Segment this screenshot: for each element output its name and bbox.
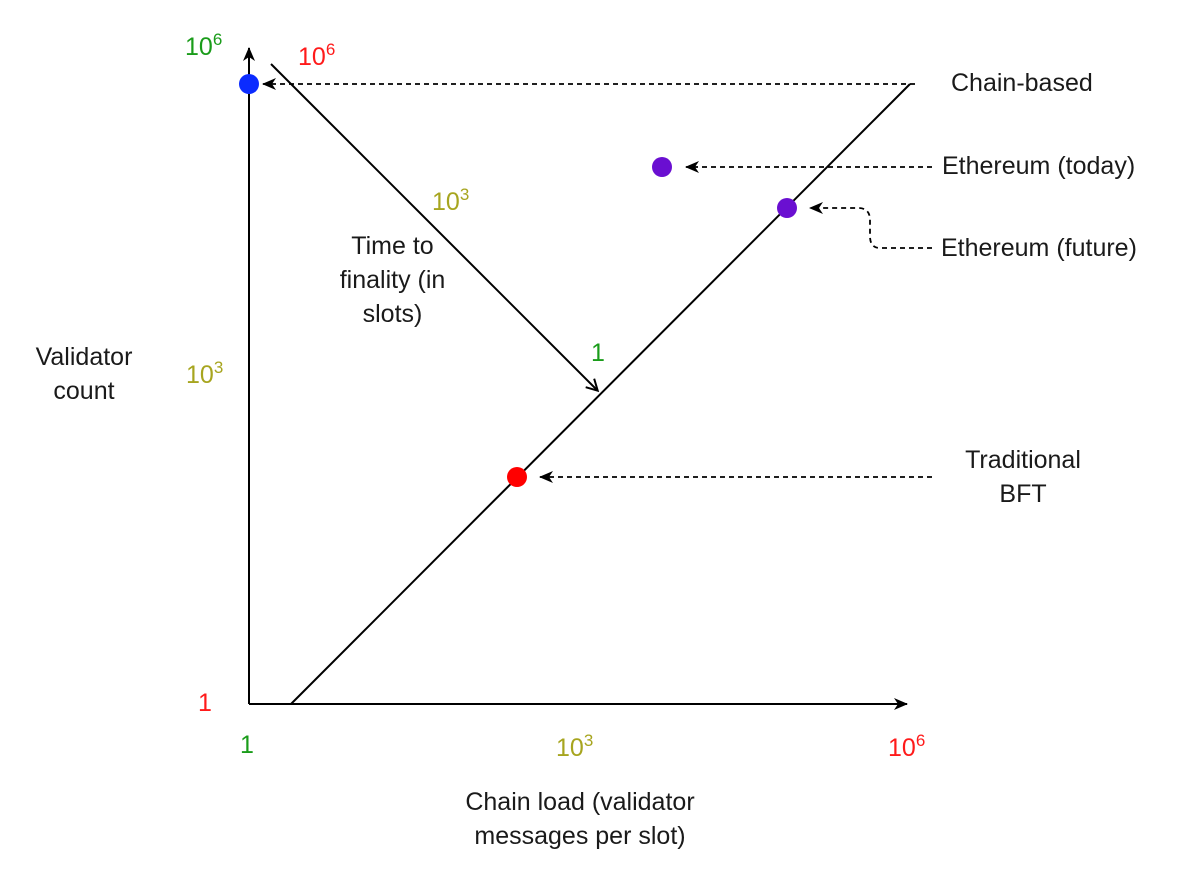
finality-tick-mid: 103	[432, 185, 470, 216]
diagonal-line	[290, 83, 911, 705]
eth-future-dot	[777, 198, 797, 218]
finality-tick-low: 1	[591, 339, 605, 367]
y-tick-top: 106	[185, 30, 223, 61]
y-tick-mid: 103	[186, 358, 224, 389]
finality-label: Time to finality (in slots)	[339, 232, 446, 328]
x-axis-label: Chain load (validator messages per slot)	[465, 788, 695, 850]
x-tick-right: 106	[888, 731, 926, 762]
y-axis-label: Validator count	[35, 343, 133, 405]
eth-today-dot	[652, 157, 672, 177]
chain-based-label: Chain-based	[951, 69, 1093, 97]
finality-arrow	[270, 63, 597, 390]
traditional-bft-label: Traditional BFT	[965, 446, 1081, 508]
finality-tick-top: 106	[298, 40, 336, 71]
eth-future-arrow	[809, 202, 932, 249]
traditional-bft-dot	[507, 467, 527, 487]
eth-future-label: Ethereum (future)	[941, 234, 1137, 262]
eth-today-label: Ethereum (today)	[942, 152, 1136, 180]
y-tick-origin: 1	[198, 689, 212, 717]
x-tick-origin: 1	[240, 731, 254, 759]
x-tick-mid: 103	[556, 731, 594, 762]
chain-based-dot	[239, 74, 259, 94]
